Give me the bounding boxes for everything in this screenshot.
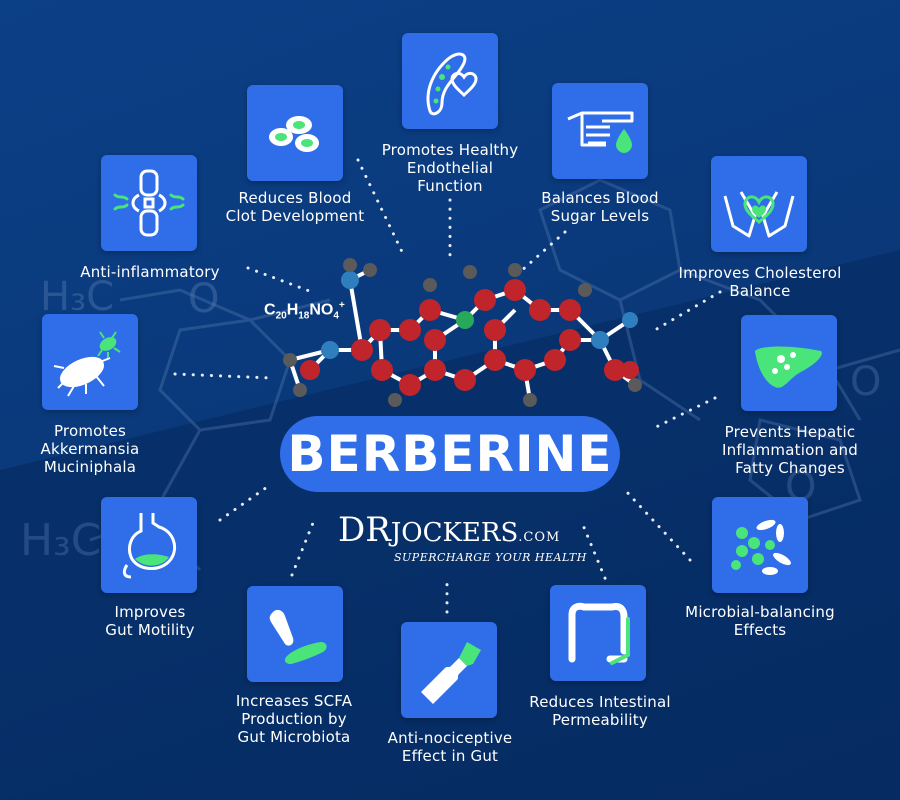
formula-o-count: 4: [333, 310, 339, 322]
chemical-formula: C20H18NO4+: [264, 300, 345, 322]
nerve-icon: [401, 622, 497, 718]
page-title: BERBERINE: [287, 425, 613, 483]
formula-h-count: 18: [298, 310, 310, 322]
formula-c-count: 20: [275, 310, 287, 322]
formula-h: H: [286, 301, 299, 319]
bg-h3c-top: H₃C: [40, 274, 114, 320]
logo-jockers: JOCKERS: [390, 518, 519, 548]
berberine-molecule-illustration: [283, 258, 642, 407]
benefit-nociceptive-label: Anti-nociceptive Effect in Gut: [387, 729, 513, 765]
liver-icon: [741, 315, 837, 411]
benefit-intestinal-label: Reduces Intestinal Permeability: [529, 693, 671, 729]
stomach-icon: [101, 497, 197, 593]
benefit-blood-clot-label: Reduces Blood Clot Development: [225, 189, 365, 225]
logo-dr: DR: [338, 510, 391, 550]
drjockers-logo: DRJOCKERS.COM: [338, 510, 560, 550]
hands-heart-icon: [711, 156, 807, 252]
benefit-hepatic-label: Prevents Hepatic Inflammation and Fatty …: [722, 423, 858, 477]
benefit-cholesterol-label: Improves Cholesterol Balance: [678, 264, 842, 300]
formula-no: NO: [309, 301, 334, 319]
bg-h3c-bottom: H₃C: [20, 515, 101, 566]
probiotic-icon: [247, 586, 343, 682]
finger-drop-icon: [552, 83, 648, 179]
benefit-anti-inflammatory-label: Anti-inflammatory: [80, 263, 220, 281]
intestine-icon: [550, 585, 646, 681]
bg-o-left: O: [188, 276, 219, 322]
benefit-akkermansia-label: Promotes Akkermansia Muciniphala: [40, 422, 140, 476]
bg-o-right-top: O: [850, 359, 881, 405]
blood-cells-icon: [247, 85, 343, 181]
benefit-scfa-label: Increases SCFA Production by Gut Microbi…: [235, 692, 353, 746]
formula-charge: +: [338, 300, 345, 311]
title-pill: BERBERINE: [280, 416, 620, 492]
benefit-endothelial-label: Promotes Healthy Endothelial Function: [381, 141, 519, 195]
microbes-icon: [712, 497, 808, 593]
vessel-heart-icon: [402, 33, 498, 129]
formula-c: C: [264, 301, 276, 319]
benefit-microbial-label: Microbial-balancing Effects: [685, 603, 835, 639]
benefit-gut-motility-label: Improves Gut Motility: [105, 603, 195, 639]
joint-icon: [101, 155, 197, 251]
logo-com: .COM: [518, 530, 561, 545]
bacteria-icon: [42, 314, 138, 410]
benefit-blood-sugar-label: Balances Blood Sugar Levels: [541, 189, 659, 225]
logo-tagline: SUPERCHARGE YOUR HEALTH: [394, 551, 587, 564]
